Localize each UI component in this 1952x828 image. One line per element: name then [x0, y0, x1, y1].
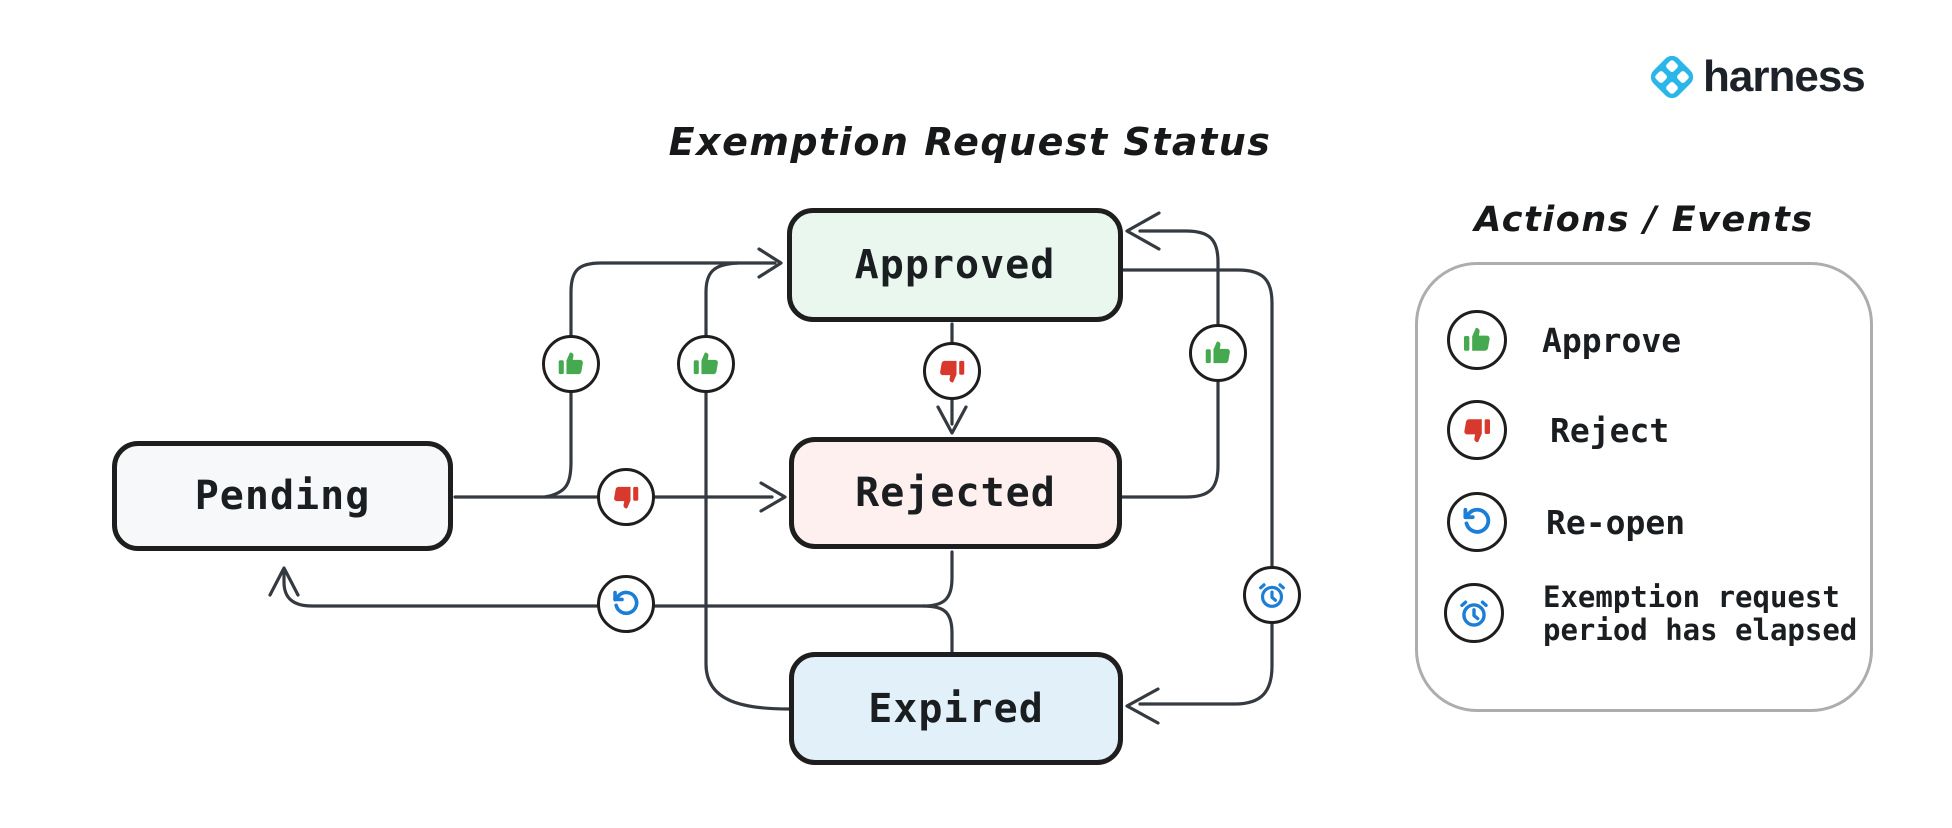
- harness-logo: harness: [1645, 50, 1866, 104]
- thumbs-down-icon: [923, 342, 981, 400]
- state-rejected: Rejected: [789, 437, 1122, 549]
- thumbs-down-icon: [597, 468, 655, 526]
- diagram-title: Exemption Request Status: [668, 120, 1272, 164]
- thumbs-down-icon: [1447, 400, 1507, 460]
- thumbs-up-icon: [1447, 310, 1507, 370]
- thumbs-up-icon: [542, 335, 600, 393]
- state-pending: Pending: [112, 441, 453, 551]
- legend-label-reject: Reject: [1550, 411, 1670, 450]
- edge-expired-approved: [704, 261, 791, 711]
- legend-label-elapsed: Exemption request period has elapsed: [1543, 580, 1858, 647]
- alarm-clock-icon: [1243, 566, 1301, 624]
- edge-approved-expired: [1120, 268, 1274, 706]
- harness-diamond-icon: [1650, 55, 1694, 99]
- rotate-ccw-icon: [597, 575, 655, 633]
- alarm-clock-icon: [1444, 583, 1504, 643]
- edge-pending-approved: [543, 261, 777, 499]
- harness-logo-text: harness: [1703, 52, 1866, 101]
- thumbs-up-icon: [677, 335, 735, 393]
- rotate-ccw-icon: [1447, 492, 1507, 552]
- state-expired: Expired: [789, 652, 1123, 765]
- thumbs-up-icon: [1189, 324, 1247, 382]
- edge-expired-pending: [921, 604, 954, 654]
- legend-label-approve: Approve: [1542, 321, 1682, 360]
- legend-title: Actions / Events: [1474, 200, 1814, 240]
- state-approved: Approved: [787, 208, 1123, 322]
- legend-label-reopen: Re-open: [1546, 503, 1686, 542]
